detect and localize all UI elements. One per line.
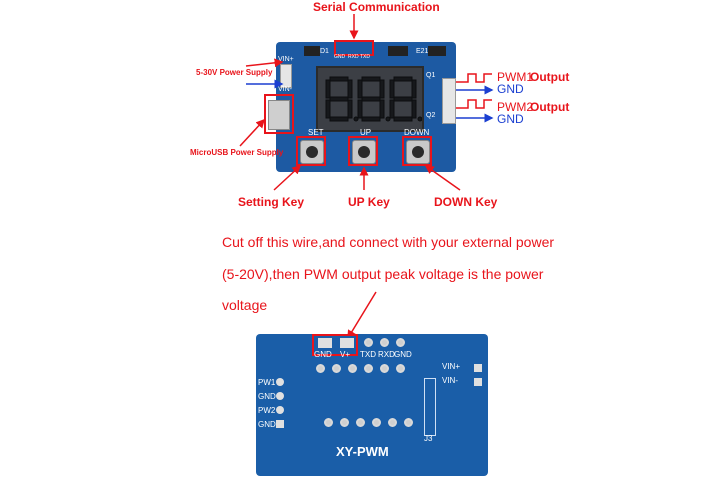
microusb-port bbox=[268, 100, 290, 130]
back-silk-vin-plus: VIN+ bbox=[442, 362, 461, 371]
j3-header bbox=[424, 378, 436, 436]
seven-segment-digits bbox=[325, 76, 423, 122]
pwm2-prefix: PWM2 bbox=[497, 100, 533, 114]
silk-up: UP bbox=[360, 128, 372, 137]
via-txd bbox=[364, 338, 373, 347]
back-silk-gnd: GND bbox=[314, 350, 332, 359]
note-line-2: (5-20V),then PWM output peak voltage is … bbox=[222, 266, 544, 282]
silk-vin-minus: VIN- bbox=[278, 86, 292, 93]
pin bbox=[332, 364, 341, 373]
microusb-box bbox=[264, 94, 294, 134]
silk-down: DOWN bbox=[404, 128, 430, 137]
pin bbox=[372, 418, 381, 427]
down-button[interactable] bbox=[406, 140, 430, 164]
silk-q2: Q2 bbox=[426, 112, 436, 119]
pin bbox=[380, 364, 389, 373]
power-supply-label: 5-30V Power Supply bbox=[196, 68, 273, 77]
led-display bbox=[316, 66, 424, 132]
back-silk-vin-minus: VIN- bbox=[442, 376, 458, 385]
back-silk-pw2: PW2 bbox=[258, 406, 276, 415]
back-silk-j3: J3 bbox=[424, 434, 433, 443]
setting-key-label: Setting Key bbox=[238, 195, 305, 209]
gnd2-label: GND bbox=[497, 112, 524, 126]
set-key-box bbox=[296, 136, 326, 166]
down-key-label: DOWN Key bbox=[434, 195, 498, 209]
back-silk-gnd3: GND bbox=[258, 392, 276, 401]
back-silk-txd: TXD bbox=[360, 350, 376, 359]
serial-communication-label: Serial Communication bbox=[313, 0, 440, 14]
pad-gnd bbox=[318, 338, 332, 348]
pwm2-output-label: Output bbox=[530, 100, 570, 114]
silk-rxd: RXD bbox=[348, 54, 359, 60]
via-rxd bbox=[380, 338, 389, 347]
back-board: GND V+ TXD RXD GND VIN+ VIN- PW1 GND PW2… bbox=[256, 334, 488, 476]
silk-e21: E21 bbox=[416, 48, 429, 55]
output-terminal bbox=[442, 78, 456, 124]
power-jumper-box bbox=[312, 334, 358, 356]
vin-plus-pad bbox=[474, 364, 482, 372]
silk-gnd: GND bbox=[334, 54, 346, 60]
down-key-box bbox=[402, 136, 432, 166]
gnd4-pad bbox=[276, 420, 284, 428]
silk-set: SET bbox=[308, 128, 324, 137]
pin bbox=[340, 418, 349, 427]
up-key-box bbox=[348, 136, 378, 166]
pw2-pad bbox=[276, 406, 284, 414]
pin bbox=[324, 418, 333, 427]
pin bbox=[348, 364, 357, 373]
pw1-pad bbox=[276, 378, 284, 386]
up-button[interactable] bbox=[352, 140, 376, 164]
back-silk-pw1: PW1 bbox=[258, 378, 276, 387]
via-gnd bbox=[396, 338, 405, 347]
set-button[interactable] bbox=[300, 140, 324, 164]
back-model-label: XY-PWM bbox=[336, 444, 389, 459]
diode-d1 bbox=[304, 46, 320, 56]
silk-d1: D1 bbox=[320, 48, 329, 55]
pin bbox=[388, 418, 397, 427]
component-q3 bbox=[388, 46, 408, 56]
silk-vin-plus: VIN+ bbox=[278, 56, 294, 63]
pad-vplus bbox=[340, 338, 354, 348]
microusb-label: MicroUSB Power Supply bbox=[190, 148, 284, 157]
note-line-3: voltage bbox=[222, 297, 268, 313]
pwm1-output-label: Output bbox=[530, 70, 570, 84]
note-line-1: Cut off this wire,and connect with your … bbox=[222, 234, 555, 250]
back-silk-vplus: V+ bbox=[340, 350, 351, 359]
pin bbox=[356, 418, 365, 427]
front-board: GND RXD TXD D1 E21 VIN+ VIN- bbox=[264, 40, 456, 172]
component-e21 bbox=[428, 46, 446, 56]
pin bbox=[316, 364, 325, 373]
pin bbox=[404, 418, 413, 427]
pin bbox=[396, 364, 405, 373]
pwm1-prefix: PWM1 bbox=[497, 70, 533, 84]
silk-txd: TXD bbox=[360, 54, 370, 60]
back-silk-rxd: RXD bbox=[378, 350, 395, 359]
vin-minus-pad bbox=[474, 378, 482, 386]
gnd1-label: GND bbox=[497, 82, 524, 96]
back-silk-gnd2: GND bbox=[394, 350, 412, 359]
up-key-label: UP Key bbox=[348, 195, 390, 209]
serial-header-box bbox=[334, 40, 374, 56]
back-silk-gnd4: GND bbox=[258, 420, 276, 429]
gnd3-pad bbox=[276, 392, 284, 400]
silk-q1: Q1 bbox=[426, 72, 436, 79]
pin bbox=[364, 364, 373, 373]
